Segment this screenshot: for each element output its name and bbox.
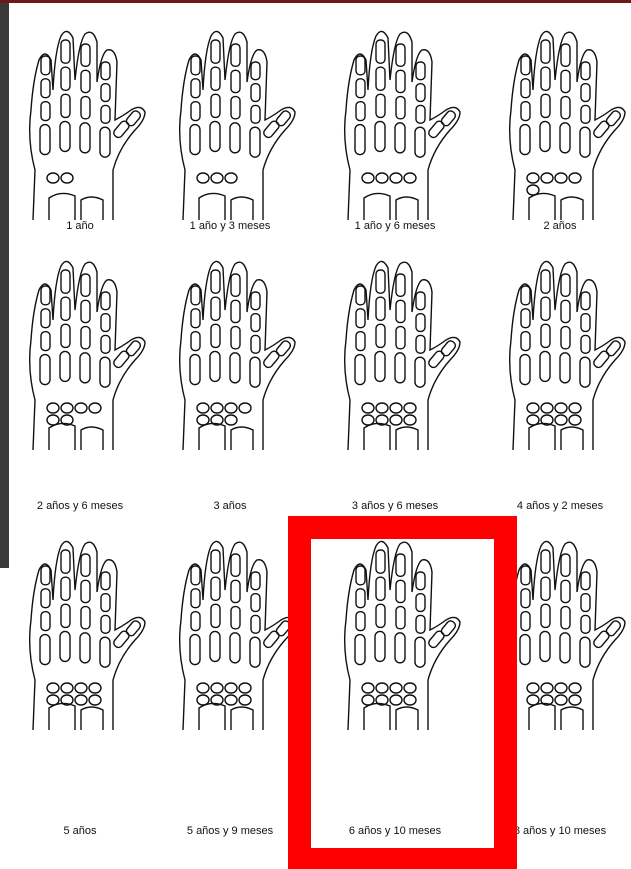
age-label: 6 años y 10 meses bbox=[320, 825, 470, 837]
hand-panel: 5 años y 9 meses bbox=[155, 530, 305, 845]
hand-xray-drawing bbox=[320, 20, 470, 225]
hand-xray-drawing bbox=[485, 530, 631, 735]
age-label: 1 año y 6 meses bbox=[320, 220, 470, 232]
age-label: 2 años y 6 meses bbox=[5, 500, 155, 512]
hand-xray-drawing bbox=[5, 20, 155, 225]
hand-panel: 2 años bbox=[485, 20, 631, 240]
hand-panel: 2 años y 6 meses bbox=[5, 250, 155, 520]
age-label: 4 años y 2 meses bbox=[485, 500, 631, 512]
hand-panel: 4 años y 2 meses bbox=[485, 250, 631, 520]
hand-xray-drawing bbox=[320, 250, 470, 455]
age-label: 2 años bbox=[485, 220, 631, 232]
age-label: 1 año bbox=[5, 220, 155, 232]
hand-panel: 1 año y 6 meses bbox=[320, 20, 470, 240]
hand-xray-drawing bbox=[155, 530, 305, 735]
hand-xray-drawing bbox=[5, 530, 155, 735]
hand-panel: 1 año y 3 meses bbox=[155, 20, 305, 240]
age-label: 5 años bbox=[5, 825, 155, 837]
hand-xray-drawing bbox=[155, 20, 305, 225]
age-label: 3 años y 6 meses bbox=[320, 500, 470, 512]
hand-xray-drawing bbox=[5, 250, 155, 455]
top-border-line bbox=[0, 0, 631, 3]
age-label: 8 años y 10 meses bbox=[485, 825, 631, 837]
hand-xray-drawing bbox=[155, 250, 305, 455]
hand-panel: 3 años bbox=[155, 250, 305, 520]
age-label: 3 años bbox=[155, 500, 305, 512]
hand-xray-drawing bbox=[320, 530, 470, 735]
age-label: 1 año y 3 meses bbox=[155, 220, 305, 232]
hand-xray-drawing bbox=[485, 250, 631, 455]
hand-panel: 6 años y 10 meses bbox=[320, 530, 470, 845]
hand-panel: 1 año bbox=[5, 20, 155, 240]
hand-panel: 8 años y 10 meses bbox=[485, 530, 631, 845]
age-label: 5 años y 9 meses bbox=[155, 825, 305, 837]
hand-panel: 3 años y 6 meses bbox=[320, 250, 470, 520]
hand-xray-drawing bbox=[485, 20, 631, 225]
hand-panel: 5 años bbox=[5, 530, 155, 845]
